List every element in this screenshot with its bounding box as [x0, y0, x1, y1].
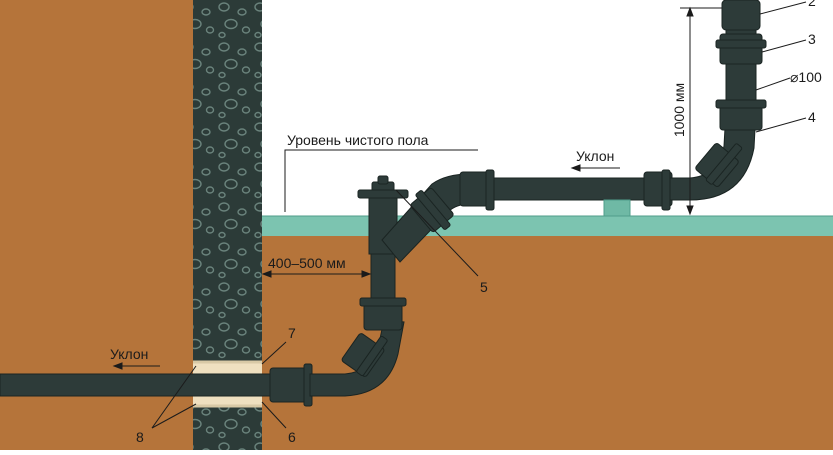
- slope-bottom-arrowhead: [112, 362, 123, 370]
- floor-level-leader: [284, 149, 478, 212]
- lower-elbow-flange: [356, 335, 388, 377]
- upper-elbow-flange: [705, 143, 743, 185]
- stack-flange-top: [715, 39, 767, 49]
- distance-arrow-right: [361, 270, 372, 278]
- callout-4-leader: [755, 117, 807, 133]
- outlet-pipe: [0, 373, 301, 397]
- distance-label: 400–500 мм: [268, 255, 346, 271]
- callout-3-leader: [761, 39, 807, 53]
- height-label: 1000 мм: [671, 83, 687, 137]
- horizontal-flange-left: [485, 169, 495, 211]
- callout-2-leader: [759, 1, 807, 15]
- slope-top-arrowhead: [570, 164, 581, 172]
- callout-6-leader: [261, 401, 287, 429]
- slope-top-label: Уклон: [576, 148, 614, 164]
- pipe-system: [0, 0, 767, 407]
- callout-2: 2: [808, 0, 816, 9]
- soil-right: [262, 236, 833, 450]
- lower-elbow-socket: [341, 333, 385, 377]
- dimension-lines: [112, 1, 807, 429]
- diameter-label: ⌀100: [790, 69, 822, 85]
- callout-dia-leader: [755, 77, 791, 91]
- callout-7-leader: [261, 341, 287, 365]
- distance-arrow-left: [261, 270, 272, 278]
- tee-cap-top: [377, 175, 389, 185]
- slope-bottom-label: Уклон: [110, 346, 148, 362]
- callout-5-leader: [395, 189, 479, 277]
- callout-6: 6: [288, 429, 296, 445]
- height-arrow-top: [686, 6, 694, 17]
- height-arrow-bottom: [686, 205, 694, 216]
- riser-flange: [359, 297, 407, 307]
- floor-slab: [262, 216, 833, 236]
- callout-8-leader-a: [151, 365, 197, 429]
- stack-flange-bottom: [715, 99, 767, 109]
- stack-socket-top: [719, 33, 763, 65]
- floor-level-label: Уровень чистого пола: [287, 132, 429, 148]
- branch-flange: [415, 190, 451, 230]
- callout-7: 7: [288, 325, 296, 341]
- callout-3: 3: [808, 31, 816, 47]
- tee-flange: [357, 189, 409, 199]
- stack-top-fitting: [721, 0, 761, 31]
- callout-8-leader-b: [151, 403, 197, 429]
- horizontal-flange-right: [661, 169, 671, 211]
- callout-5: 5: [480, 279, 488, 295]
- callout-4: 4: [808, 109, 816, 125]
- pipe-support: [603, 199, 631, 217]
- callout-8: 8: [136, 429, 144, 445]
